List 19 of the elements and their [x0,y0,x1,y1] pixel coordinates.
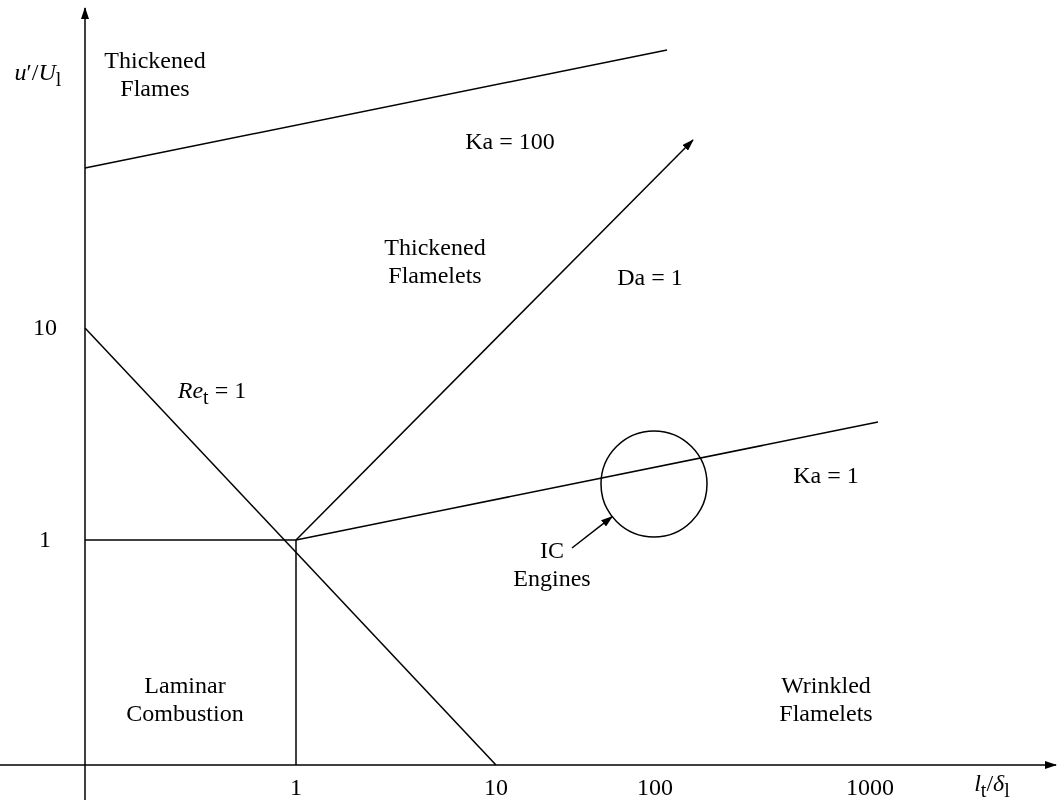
tick-label: 1 [290,774,302,802]
axis-label: u′/U$_{l}$ [14,59,62,91]
tick-label: 10 [33,314,57,342]
line-label: Da = 1 [617,264,683,292]
line-label: Ka = 100 [465,128,555,156]
line-label: Re$_{t}$ = 1 [177,377,247,409]
region-circle [600,430,708,538]
tick-label: 100 [637,774,673,802]
region-label: Wrinkled Flamelets [778,672,874,728]
tick-label: 1 [39,526,51,554]
region-label: Laminar Combustion [125,672,245,728]
tick-label: 10 [484,774,508,802]
callout-label: IC Engines [507,537,597,593]
axis-label: l$_{t}$/δ$_{l}$ [974,770,1010,802]
arrow [571,515,613,549]
region-label: Thickened Flames [103,47,207,103]
tick-label: 1000 [846,774,894,802]
region-label: Thickened Flamelets [383,234,487,290]
line-label: Ka = 1 [793,462,859,490]
